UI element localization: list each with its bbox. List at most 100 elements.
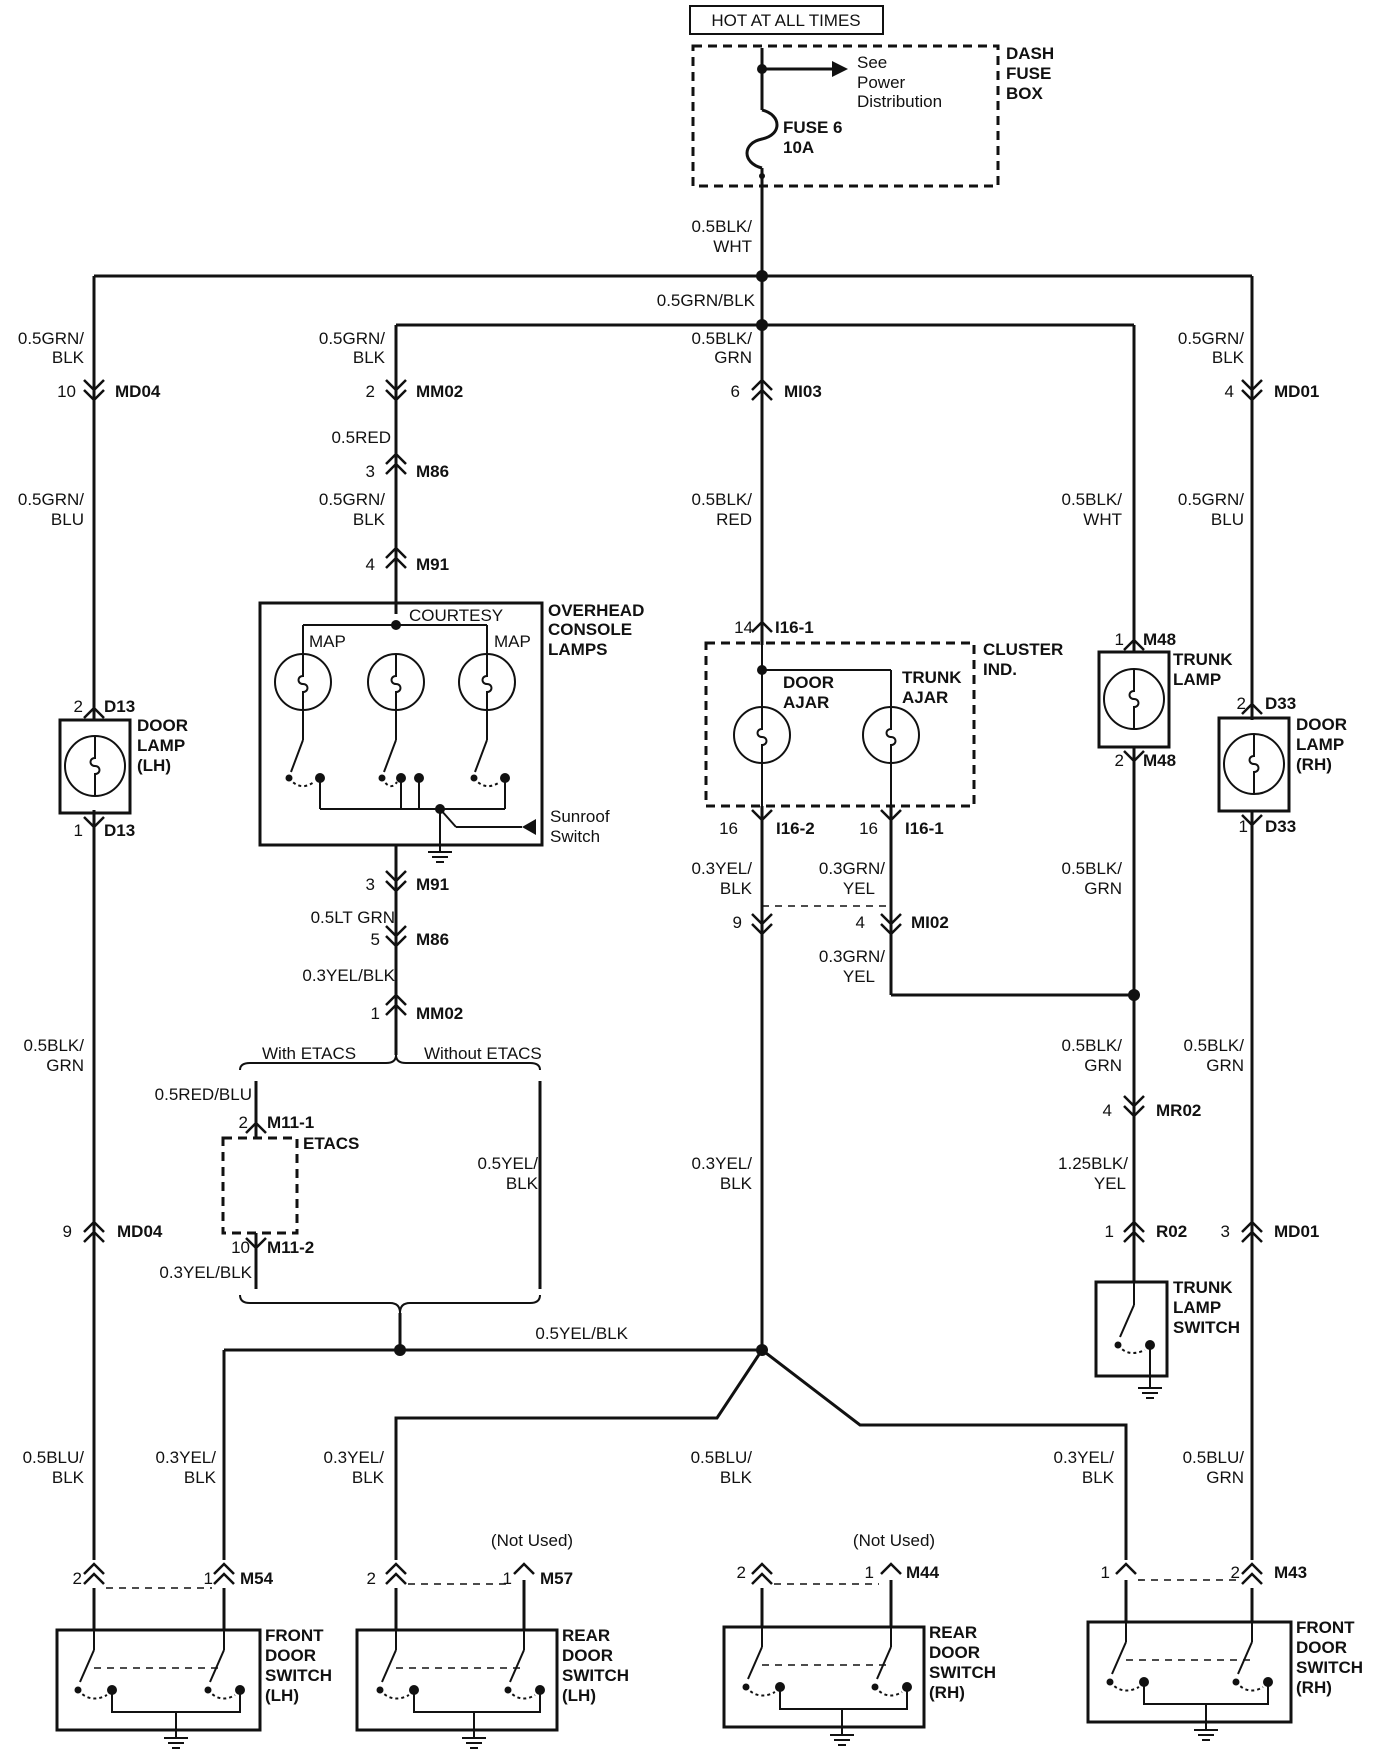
svg-text:WHT: WHT <box>1083 510 1122 529</box>
svg-text:FRONT: FRONT <box>1296 1618 1355 1637</box>
svg-text:0.3YEL/: 0.3YEL/ <box>324 1448 385 1467</box>
svg-text:0.5BLU/: 0.5BLU/ <box>1183 1448 1245 1467</box>
svg-text:GRN: GRN <box>1206 1468 1244 1487</box>
svg-text:0.5BLK/: 0.5BLK/ <box>1184 1036 1245 1055</box>
svg-text:M44: M44 <box>906 1563 940 1582</box>
svg-text:BLK: BLK <box>353 510 386 529</box>
svg-text:IND.: IND. <box>983 660 1017 679</box>
svg-text:0.5GRN/: 0.5GRN/ <box>1178 329 1244 348</box>
svg-text:LAMP: LAMP <box>1173 1298 1221 1317</box>
svg-text:I16-1: I16-1 <box>905 819 944 838</box>
svg-text:BLK: BLK <box>52 1468 85 1487</box>
connector-md04-top: 10 MD04 <box>57 379 161 402</box>
svg-text:M54: M54 <box>240 1569 274 1588</box>
svg-text:1: 1 <box>74 821 83 840</box>
svg-text:GRN: GRN <box>714 348 752 367</box>
svg-text:(LH): (LH) <box>137 756 171 775</box>
svg-text:4: 4 <box>856 913 865 932</box>
svg-text:5: 5 <box>371 930 380 949</box>
svg-text:1: 1 <box>1239 817 1248 836</box>
cluster-indicator: DOOR AJAR TRUNK AJAR CLUSTER IND. <box>704 640 1063 808</box>
svg-text:16: 16 <box>719 819 738 838</box>
svg-text:MD04: MD04 <box>115 382 161 401</box>
connector-md01-top: 4 MD01 <box>1225 379 1319 402</box>
svg-text:AJAR: AJAR <box>902 688 948 707</box>
wire-label-bottom-bus: 0.5YEL/BLK <box>535 1324 628 1343</box>
svg-text:GRN: GRN <box>1084 1056 1122 1075</box>
svg-text:1: 1 <box>371 1004 380 1023</box>
connector-mi02-pin4: 4 MI02 <box>856 913 949 936</box>
svg-text:MM02: MM02 <box>416 1004 463 1023</box>
connector-m91-top: 4 M91 <box>366 546 449 574</box>
svg-text:0.5BLK/: 0.5BLK/ <box>1062 490 1123 509</box>
svg-text:TRUNK: TRUNK <box>902 668 962 687</box>
svg-text:2: 2 <box>737 1563 746 1582</box>
connector-mi03: 6 MI03 <box>731 378 822 401</box>
svg-text:AJAR: AJAR <box>783 693 829 712</box>
svg-text:M48: M48 <box>1143 630 1176 649</box>
wire-label-tr-mid: 0.5BLK/ WHT <box>1062 490 1123 529</box>
svg-text:YEL: YEL <box>843 967 875 986</box>
svg-text:0.5GRN/: 0.5GRN/ <box>1178 490 1244 509</box>
svg-text:(LH): (LH) <box>265 1686 299 1705</box>
svg-text:FUSE: FUSE <box>1006 64 1051 83</box>
wire-label-lh-mid: 0.5GRN/ BLU <box>18 490 84 529</box>
svg-text:1: 1 <box>865 1563 874 1582</box>
svg-text:COURTESY: COURTESY <box>409 606 503 625</box>
svg-text:Sunroof: Sunroof <box>550 807 610 826</box>
front-door-switch-rh: FRONT DOOR SWITCH (RH) <box>1086 1618 1363 1741</box>
svg-text:0.5BLU/: 0.5BLU/ <box>23 1448 85 1467</box>
svg-text:3: 3 <box>366 462 375 481</box>
svg-text:0.5BLK/: 0.5BLK/ <box>692 490 753 509</box>
svg-text:(RH): (RH) <box>1296 1678 1332 1697</box>
svg-text:Without ETACS: Without ETACS <box>424 1044 542 1063</box>
svg-text:MD04: MD04 <box>117 1222 163 1241</box>
svg-text:M57: M57 <box>540 1569 573 1588</box>
connector-m57: 2 1 M57 <box>367 1562 573 1588</box>
svg-text:0.5BLK/: 0.5BLK/ <box>24 1036 85 1055</box>
front-door-switch-lh: FRONT DOOR SWITCH (LH) <box>55 1626 332 1749</box>
connector-m86-bottom: 5 M86 <box>371 925 449 949</box>
svg-text:0.3GRN/: 0.3GRN/ <box>819 947 885 966</box>
svg-text:FUSE 6: FUSE 6 <box>783 118 843 137</box>
svg-text:D13: D13 <box>104 821 135 840</box>
door-lamp-rh: DOOR LAMP (RH) <box>1217 715 1347 813</box>
dash-fuse-box-outline <box>691 44 1000 188</box>
svg-text:BLK: BLK <box>1212 348 1245 367</box>
svg-text:SWITCH: SWITCH <box>265 1666 332 1685</box>
svg-text:REAR: REAR <box>929 1623 977 1642</box>
svg-text:REAR: REAR <box>562 1626 610 1645</box>
wire-label-ov-top: 0.5GRN/ BLK <box>319 329 386 367</box>
svg-text:4: 4 <box>1103 1101 1112 1120</box>
wire-label-ov-mid: 0.5GRN/ BLK <box>319 490 386 529</box>
svg-text:1: 1 <box>204 1569 213 1588</box>
wire-label-cl-mid: 0.5BLK/ RED <box>692 490 753 529</box>
svg-text:DOOR: DOOR <box>1296 1638 1347 1657</box>
svg-text:(LH): (LH) <box>562 1686 596 1705</box>
etacs-branch-brace: With ETACS Without ETACS <box>239 1044 542 1071</box>
wire-label-tr-low: 0.5BLK/ GRN <box>1062 859 1123 898</box>
svg-text:16: 16 <box>859 819 878 838</box>
connector-m48-top: 1 M48 <box>1115 630 1176 651</box>
svg-text:0.5BLK/: 0.5BLK/ <box>692 329 753 348</box>
svg-text:1.25BLK/: 1.25BLK/ <box>1058 1154 1128 1173</box>
connector-mm02-top: 2 MM02 <box>366 379 463 402</box>
svg-text:MR02: MR02 <box>1156 1101 1201 1120</box>
svg-text:0.3YEL/: 0.3YEL/ <box>692 1154 753 1173</box>
connector-m11-2: 10 M11-2 <box>231 1237 314 1257</box>
svg-text:MI02: MI02 <box>911 913 949 932</box>
svg-text:3: 3 <box>1221 1222 1230 1241</box>
trunk-lamp-switch: TRUNK LAMP SWITCH <box>1094 1278 1240 1399</box>
rear-door-switch-rh: REAR DOOR SWITCH (RH) <box>722 1623 996 1746</box>
svg-text:TRUNK: TRUNK <box>1173 1278 1233 1297</box>
svg-text:I16-1: I16-1 <box>775 618 814 637</box>
connector-i16-1-bottom: 16 I16-1 <box>859 809 944 838</box>
wire-label-feed: 0.5BLK/ WHT <box>692 217 753 256</box>
svg-text:DOOR: DOOR <box>265 1646 316 1665</box>
svg-text:0.3GRN/: 0.3GRN/ <box>819 859 885 878</box>
svg-text:M48: M48 <box>1143 751 1176 770</box>
svg-text:WHT: WHT <box>713 237 752 256</box>
svg-text:ETACS: ETACS <box>303 1134 359 1153</box>
svg-text:DOOR: DOOR <box>929 1643 980 1662</box>
